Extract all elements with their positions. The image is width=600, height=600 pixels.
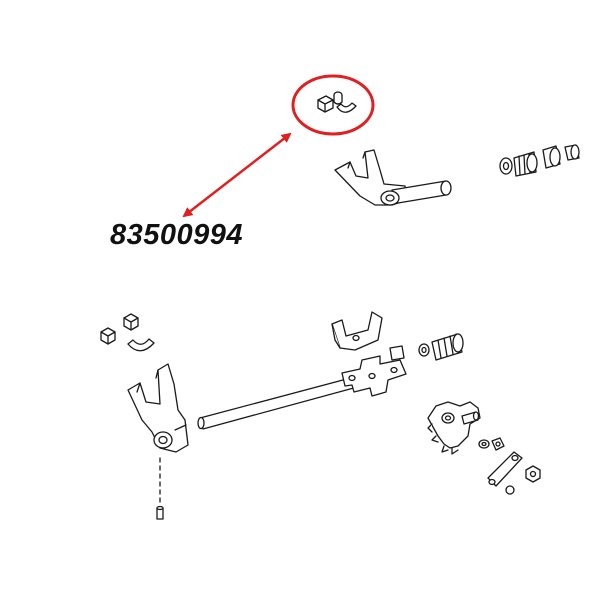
bottom-shift-fork — [127, 363, 189, 453]
small-fasteners — [478, 437, 541, 495]
selector-rod — [197, 374, 363, 430]
part-number-label: 83500994 — [110, 219, 244, 251]
callout-arrow — [182, 132, 292, 218]
callout — [182, 74, 375, 218]
link-strap — [487, 451, 523, 487]
top-shift-fork — [334, 149, 452, 206]
loose-shoe-pads — [100, 313, 155, 352]
bottom-detent-spring — [418, 333, 464, 361]
selector-plate — [341, 345, 407, 397]
highlight-circle — [291, 74, 375, 136]
bracket-plate — [331, 311, 383, 351]
locking-pin — [156, 457, 164, 520]
top-detent-spring — [499, 144, 580, 177]
gear-sector — [427, 401, 481, 455]
highlighted-shoe-pads — [317, 91, 357, 113]
